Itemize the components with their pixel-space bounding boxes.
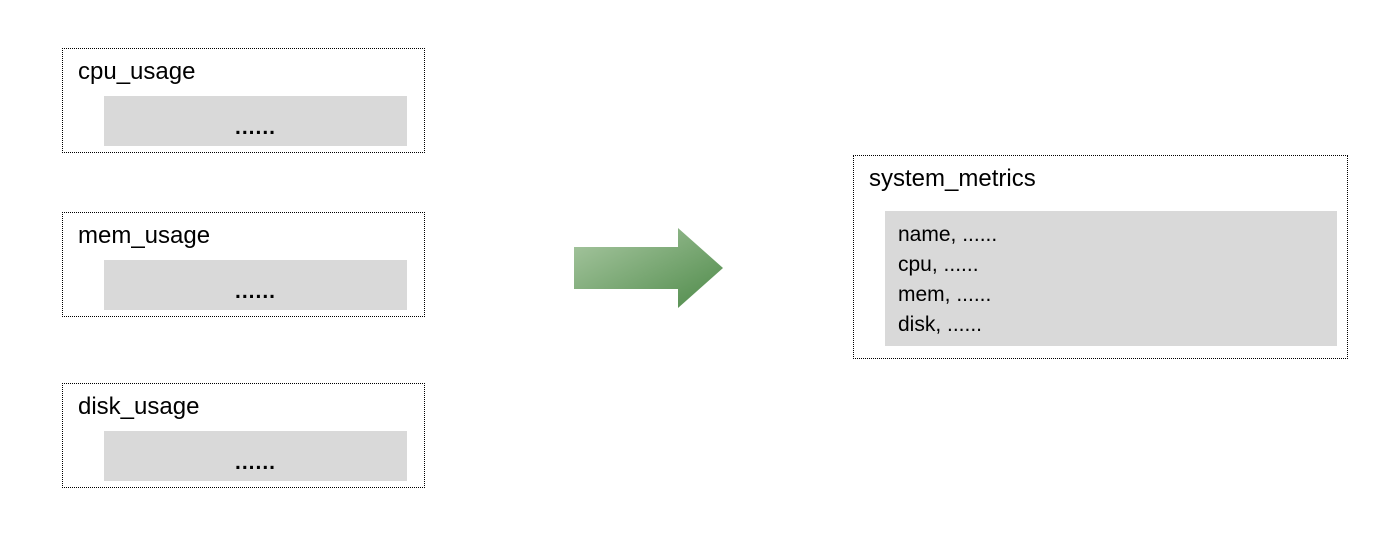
source-table-mem-usage: mem_usage ...... — [62, 212, 425, 317]
ellipsis-text: ...... — [234, 116, 276, 139]
field-row: disk, ...... — [898, 313, 983, 336]
source-table-title: disk_usage — [78, 393, 200, 420]
table-body-placeholder: ...... — [104, 260, 407, 310]
table-body-placeholder: ...... — [104, 431, 407, 481]
merge-arrow-icon — [574, 228, 723, 308]
field-row: name, ...... — [898, 223, 998, 246]
ellipsis-text: ...... — [234, 280, 276, 303]
target-table-system-metrics: system_metrics name, ...... cpu, ...... … — [853, 155, 1348, 359]
field-row: cpu, ...... — [898, 253, 979, 276]
source-table-disk-usage: disk_usage ...... — [62, 383, 425, 488]
ellipsis-text: ...... — [234, 451, 276, 474]
target-table-title: system_metrics — [869, 165, 1036, 192]
source-table-title: cpu_usage — [78, 58, 196, 85]
source-table-title: mem_usage — [78, 222, 211, 249]
source-table-cpu-usage: cpu_usage ...... — [62, 48, 425, 153]
table-body-placeholder: ...... — [104, 96, 407, 146]
field-row: mem, ...... — [898, 283, 992, 306]
table-fields-panel: name, ...... cpu, ...... mem, ...... dis… — [885, 211, 1337, 346]
